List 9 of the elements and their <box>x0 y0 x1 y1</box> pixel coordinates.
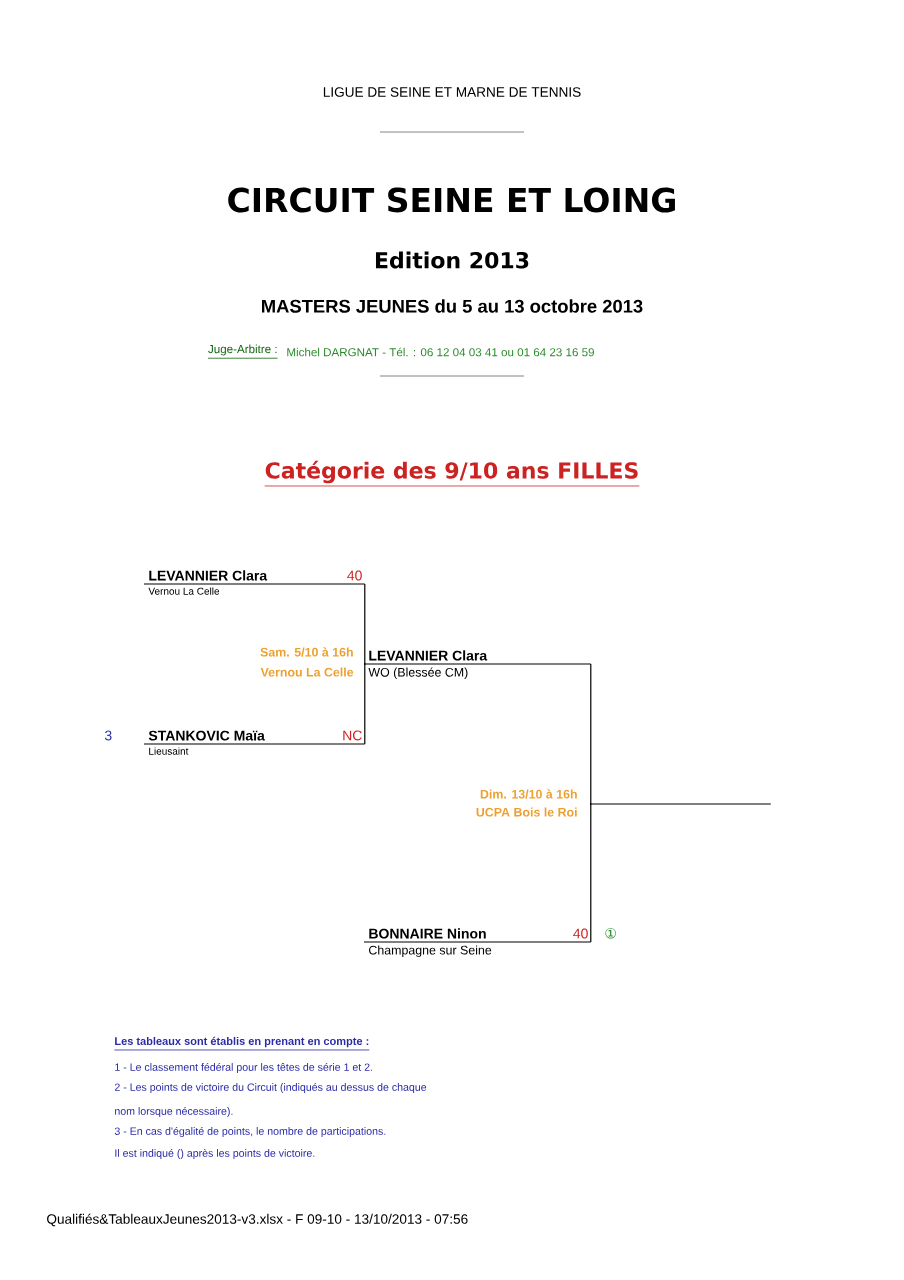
winner-line <box>589 803 772 805</box>
bracket-line <box>363 663 366 745</box>
bracket-line <box>363 583 366 665</box>
category-heading: Catégorie des 9/10 ans FILLES <box>264 460 640 487</box>
title: CIRCUIT SEINE ET LOING <box>228 187 675 213</box>
bracket-line <box>589 803 592 943</box>
bracket-line <box>589 663 592 805</box>
subtitle: MASTERS JEUNES du 5 au 13 octobre 2013 <box>262 299 643 313</box>
subtitle: Edition 2013 <box>376 251 529 269</box>
